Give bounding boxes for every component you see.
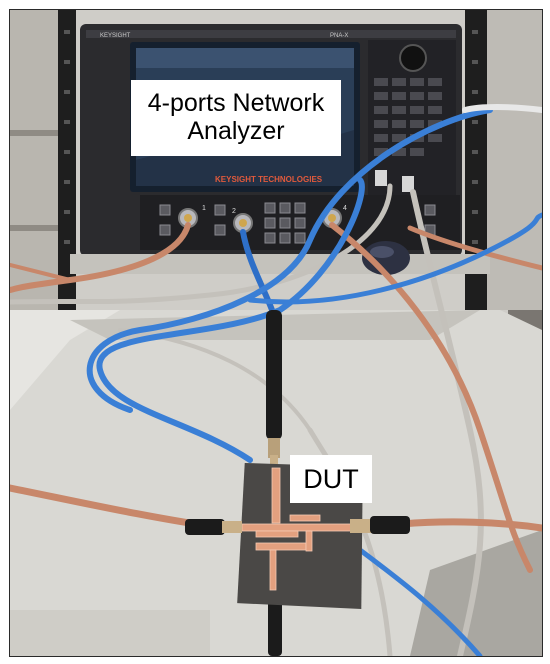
analyzer-label-line-2: Analyzer (187, 117, 285, 145)
instrument-model: PNA-X (330, 33, 348, 39)
computer-mouse-icon (362, 241, 410, 275)
dut-label: DUT (290, 455, 372, 503)
screen-logo: KEYSIGHT TECHNOLOGIES (215, 175, 323, 184)
instrument-brand: KEYSIGHT (100, 33, 131, 39)
analyzer-label: 4-ports Network Analyzer (131, 80, 341, 156)
rf-port-2: 2 (232, 208, 253, 233)
rf-port-1: 1 (178, 205, 206, 228)
analyzer-label-line-1: 4-ports Network (147, 89, 325, 117)
port-number-1: 1 (202, 205, 206, 212)
cables (10, 104, 542, 656)
sma-connector-icon (266, 310, 282, 467)
rotary-knob-icon (399, 44, 427, 72)
port-number-2: 2 (232, 208, 236, 215)
port-number-4: 4 (343, 205, 347, 212)
